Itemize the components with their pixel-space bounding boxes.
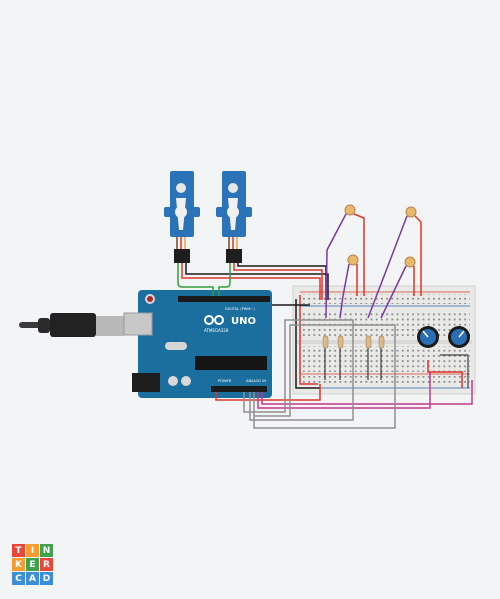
servo-motor-right[interactable] xyxy=(216,171,252,263)
arduino-uno-board[interactable]: UNO ATMEGA328 DIGITAL (PWM~) POWER ANALO… xyxy=(123,290,272,398)
tinkercad-logo: T I N K E R C A D xyxy=(12,544,53,585)
analog-header-label: ANALOG IN xyxy=(246,379,266,383)
logo-letter: A xyxy=(26,572,39,585)
logo-letter: C xyxy=(12,572,25,585)
potentiometer-left[interactable] xyxy=(417,326,439,348)
arduino-logo-icon xyxy=(204,315,224,325)
chip-label: ATMEGA328 xyxy=(204,328,229,333)
potentiometer-right[interactable] xyxy=(448,326,470,348)
logo-letter: E xyxy=(26,558,39,571)
logo-letter: N xyxy=(40,544,53,557)
power-header-label: POWER xyxy=(218,379,232,383)
logo-letter: R xyxy=(40,558,53,571)
breadboard[interactable] xyxy=(292,285,476,395)
resistors[interactable] xyxy=(322,335,385,349)
breadboard-wiring xyxy=(215,213,473,429)
photoresistors[interactable] xyxy=(344,204,417,268)
arduino-brand-text: UNO xyxy=(231,316,256,327)
logo-letter: D xyxy=(40,572,53,585)
servo-motor-left[interactable] xyxy=(164,171,200,263)
usb-cable[interactable] xyxy=(19,313,124,337)
logo-letter: I xyxy=(26,544,39,557)
logo-letter: K xyxy=(12,558,25,571)
logo-letter: T xyxy=(12,544,25,557)
servo-wiring xyxy=(176,237,329,300)
digital-header-label: DIGITAL (PWM~) xyxy=(225,307,255,311)
